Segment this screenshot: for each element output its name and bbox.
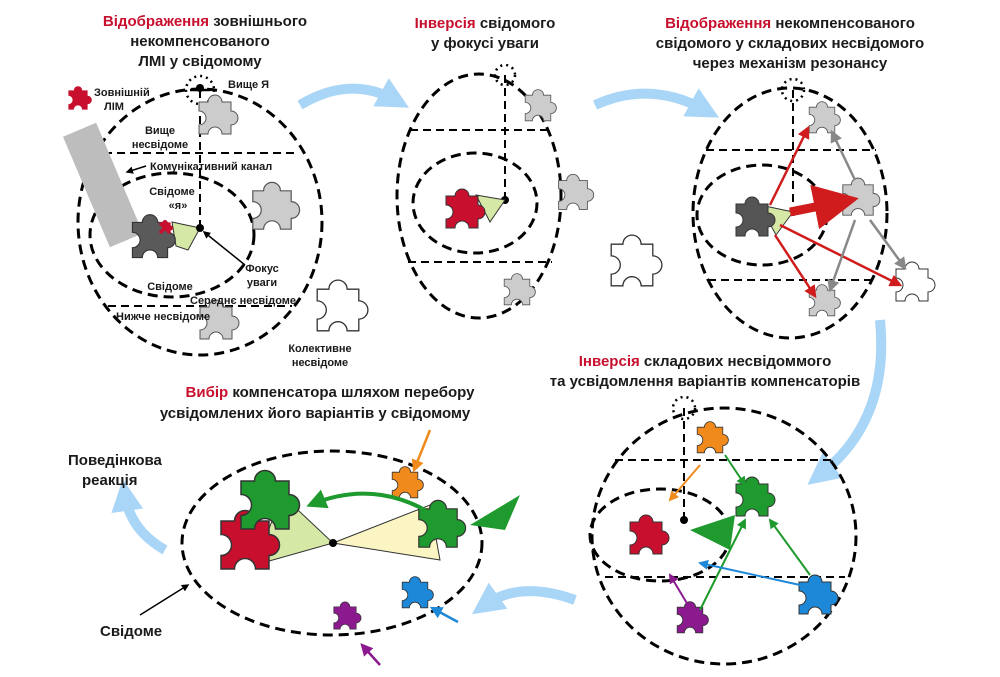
higher-self-circle [493,63,517,87]
green-main-arrow [690,515,735,550]
label-focus: Фокус [245,263,279,275]
panel-4-title: Інверсія складових несвідоммого [579,353,832,370]
label-higher-unconscious-2: несвідоме [132,139,188,151]
orange-compensator-icon [391,466,424,499]
self-point [329,539,337,547]
conscious-puzzle-icon [735,196,776,237]
blue-compensator-icon [798,574,839,615]
label-lower-unconscious: Нижче несвідоме [116,311,210,323]
label-middle-unconscious: Середнє несвідоме [190,295,296,307]
panel-4-inversion-components: Інверсія складових несвідоммого та усвід… [550,353,860,666]
flow-arrows [111,78,887,615]
label-collective-2: несвідоме [292,357,348,369]
external-lim-puzzle-icon [68,86,92,110]
focus-of-attention-sector [171,221,201,251]
flow-arrow-2-3 [592,88,720,118]
higher-self-circle [671,395,697,421]
lower-puzzle-icon [808,284,841,317]
inverted-puzzle-icon [445,188,486,229]
label-conscious-self-2: «я» [169,200,188,212]
higher-puzzle-icon [198,94,239,135]
panel-1-title-line2: некомпенсованого [130,33,270,50]
label-conscious: Свідоме [100,623,162,640]
panel-3-title-line2: свідомого у складових несвідомого [656,35,924,52]
outer-psyche-ellipse [590,406,858,666]
middle-puzzle-icon [558,173,595,210]
outer-psyche-ellipse [691,86,889,340]
outer-psyche-ellipse [395,72,563,320]
lower-puzzle-icon [503,273,536,306]
flow-arrow-4-5 [471,582,577,615]
blue-compensator-icon [401,576,434,609]
label-higher-self: Вище Я [228,79,269,91]
middle-puzzle-icon [252,181,301,230]
flow-arrow-5-behavior [111,479,168,555]
panel-3-title-line3: через механізм резонансу [693,55,888,72]
conscious-puzzle-icon [131,214,176,259]
incoming-green-arrow [470,495,520,530]
collective-puzzle-icon [895,261,936,302]
panel-1-external-reflection: Відображення зовнішнього некомпенсованог… [62,13,369,369]
panel-3-resonance: Відображення некомпенсованого свідомого … [656,15,936,340]
higher-self-circle [780,77,806,103]
conscious-ellipse [88,171,256,299]
flow-arrow-1-2 [297,78,409,110]
label-behavior: Поведінкова [68,452,163,469]
choice-arrow [306,489,426,512]
higher-self-circle [184,74,216,106]
panel-5-choice: Вибір компенсатора шляхом перебору усвід… [68,384,520,666]
communication-channel-band [62,122,144,248]
higher-puzzle-icon [524,89,557,122]
self-point [196,224,204,232]
label-conscious-self: Свідоме [149,186,195,198]
orange-compensator-icon [696,421,729,454]
self-point [680,516,688,524]
purple-compensator-icon [333,601,362,630]
panel-2-title-line2: у фокусі уваги [431,35,539,52]
panel-3-title: Відображення некомпенсованого [665,15,915,32]
panel-5-title-line2: усвідомлених його варіантів у свідомому [160,405,471,422]
label-external-lim-2: ЛІМ [104,101,124,113]
conscious-puzzle-icon [629,514,670,555]
conscious-ellipse [180,449,484,637]
panel-2-inversion: Інверсія свідомого у фокусі уваги [395,15,663,320]
label-communication-channel: Комунікативний канал [150,161,272,173]
label-behavior-2: реакція [82,472,138,489]
panel-1-title: Відображення зовнішнього [103,13,307,30]
label-higher-unconscious: Вище [145,125,175,137]
resonance-arrow-main [789,184,859,230]
label-external-lim: Зовнішній [94,87,150,99]
collective-puzzle-icon [316,279,369,332]
panel-1-title-line3: ЛМІ у свідомому [138,53,262,70]
higher-puzzle-icon [808,101,841,134]
green-compensator-icon [735,476,776,517]
label-conscious: Свідоме [147,281,193,293]
panel-2-title: Інверсія свідомого [415,15,556,32]
label-collective: Колективне [288,343,351,355]
label-focus-2: уваги [247,277,277,289]
panel-5-title: Вибір компенсатора шляхом перебору [186,384,476,401]
conscious-ellipse [411,151,539,255]
panel-4-title-line2: та усвідомлення варіантів компенсаторів [550,373,860,390]
collective-puzzle-icon [610,234,663,287]
purple-compensator-icon [676,601,709,634]
flow-arrow-3-4 [807,319,887,485]
